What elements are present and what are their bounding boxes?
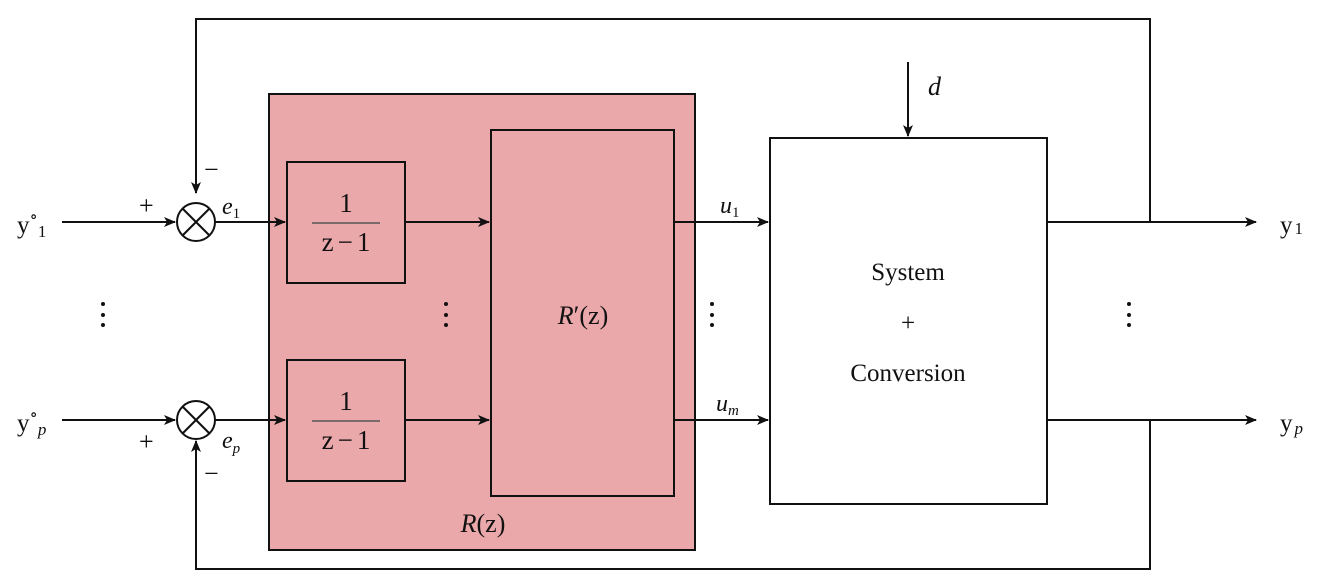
feedback-path-1 <box>191 18 1151 222</box>
ellipsis-inputs <box>101 302 105 327</box>
feedback-path-p <box>191 420 1151 570</box>
error-label-p: ep <box>222 428 241 457</box>
integrator-fraction-1: 1 z−1 <box>312 188 380 257</box>
controller-core-label: R′(z) <box>557 301 608 330</box>
input-label-1: y∘1 <box>17 207 46 241</box>
ellipsis-integrators <box>444 302 448 327</box>
ellipsis-controls <box>710 302 714 327</box>
error-label-1: e1 <box>222 194 240 222</box>
summing-junction-1 <box>176 202 216 242</box>
disturbance-label: d <box>928 72 942 101</box>
control-label-m: um <box>716 391 739 419</box>
plant-label-plus: + <box>901 310 915 337</box>
fraction-numerator: 1 <box>339 188 353 218</box>
fraction-numerator: 1 <box>339 386 353 416</box>
controller-label: R(z) <box>460 509 506 538</box>
input-label-p: y∘p <box>17 405 46 439</box>
plant-label-system: System <box>871 259 945 286</box>
ellipsis-outputs <box>1127 302 1131 327</box>
plus-sign-p: + <box>139 427 154 456</box>
minus-sign-1: − <box>204 155 219 184</box>
control-label-1: u1 <box>720 193 740 221</box>
integrator-fraction-p: 1 z−1 <box>312 386 380 455</box>
summing-junction-p <box>176 400 216 440</box>
controller-block <box>268 93 696 551</box>
controller-core-block <box>490 129 675 497</box>
plant-block <box>769 137 1048 505</box>
minus-sign-p: − <box>204 459 219 488</box>
plant-label-conversion: Conversion <box>850 360 966 387</box>
plus-sign-1: + <box>139 191 154 220</box>
fraction-denominator: z−1 <box>322 425 371 455</box>
fraction-denominator: z−1 <box>322 227 371 257</box>
